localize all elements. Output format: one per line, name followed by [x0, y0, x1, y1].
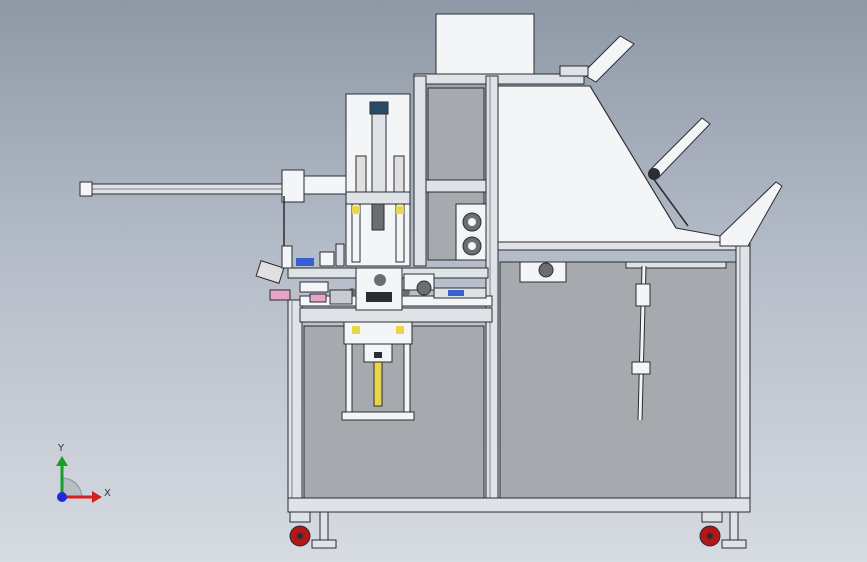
- y-axis-label: Y: [58, 443, 65, 454]
- top-hopper: [413, 13, 585, 85]
- sloped-housing: [497, 35, 783, 251]
- z-axis-dot: [57, 492, 67, 502]
- cylinder-assembly: [345, 93, 411, 267]
- frame-back-panels: [303, 87, 737, 499]
- x-axis-label: X: [104, 488, 111, 499]
- roller-unit: [455, 203, 487, 261]
- drive-unit: [519, 261, 727, 421]
- arm-pivot: [648, 168, 660, 180]
- casters: [289, 511, 747, 549]
- extension-rod: [79, 167, 357, 203]
- side-bracket: [255, 196, 329, 303]
- frame-posts: [287, 75, 751, 511]
- middle-mechanism: [319, 243, 487, 311]
- panel-lower-right: [499, 261, 737, 499]
- lower-lift: [341, 321, 415, 421]
- coordinate-triad[interactable]: [56, 456, 102, 503]
